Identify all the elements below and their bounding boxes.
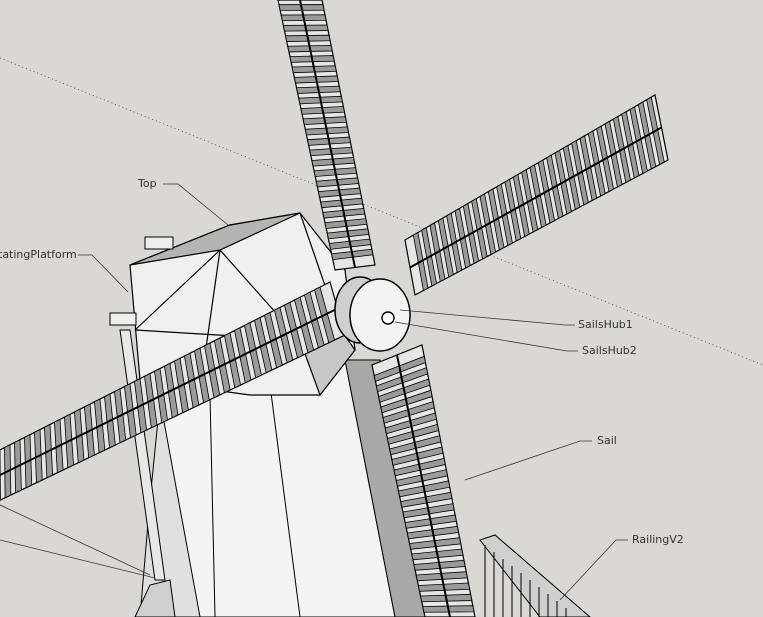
- railing-left: [134, 579, 176, 617]
- sail-lower: [371, 344, 476, 617]
- sail-left-spar: [0, 307, 338, 477]
- railing-v2: [479, 534, 591, 617]
- tower-body: [139, 359, 431, 617]
- label-railing-v2: RailingV2: [632, 533, 684, 546]
- railing: [134, 534, 591, 617]
- label-rotating-platform: tatingPlatform: [0, 248, 77, 261]
- label-sail: Sail: [597, 434, 617, 447]
- sail-left: [0, 281, 346, 501]
- sails-hub: [334, 276, 411, 352]
- platform-bracket: [109, 312, 137, 326]
- sail-upper-spar: [299, 0, 356, 268]
- label-sails-hub1: SailsHub1: [578, 318, 633, 331]
- label-sails-hub2: SailsHub2: [582, 344, 637, 357]
- label-top: Top: [138, 177, 157, 190]
- leader-lines: [0, 183, 628, 601]
- sail-upper: [277, 0, 376, 271]
- sail-right-spar: [409, 126, 662, 269]
- sails: [0, 0, 669, 617]
- platform-bracket: [144, 236, 174, 250]
- sail-right: [404, 94, 669, 296]
- sail-lower-spar: [396, 354, 451, 617]
